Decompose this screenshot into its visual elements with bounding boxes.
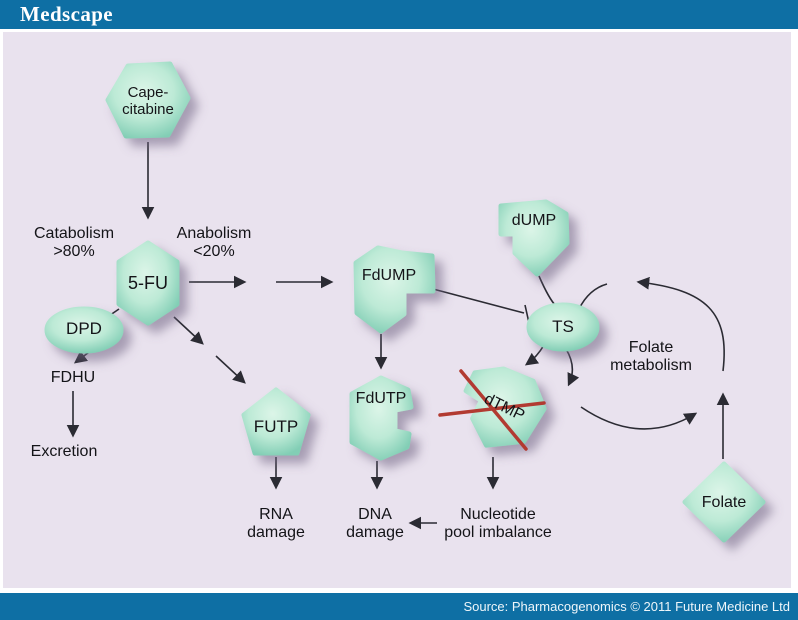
5fu-hexagon	[116, 240, 180, 326]
ts-label: TS	[552, 317, 574, 336]
edge-fdump-ts-inhibition	[432, 288, 525, 314]
ts-ellipse	[526, 302, 600, 352]
footer-bar: Source: Pharmacogenomics © 2011 Future M…	[0, 593, 798, 620]
medscape-logo: Medscape	[20, 2, 114, 26]
futp-pentagon	[241, 387, 311, 456]
futp-label: FUTP	[253, 417, 299, 436]
catabolism-label: Catabolism >80%	[33, 225, 115, 260]
edge-5fu-futp-1	[173, 316, 204, 345]
edge-folate-cycle-bottom-arc	[580, 406, 698, 430]
fdump-shape	[353, 245, 436, 334]
anabolism-label: Anabolism <20%	[176, 225, 252, 260]
edge-ts-cycle-up	[578, 283, 608, 310]
dpd-ellipse	[44, 306, 124, 354]
dump-label: dUMP	[511, 212, 557, 229]
dna-damage-label: DNA damage	[346, 506, 404, 541]
5fu-label: 5-FU	[128, 273, 168, 293]
nodes	[44, 61, 766, 543]
header-bar: Medscape	[0, 0, 798, 29]
nucleotide-pool-label: Nucleotide pool imbalance	[444, 506, 552, 541]
capecitabine-hexagon	[105, 61, 191, 139]
source-credit: Source: Pharmacogenomics © 2011 Future M…	[463, 599, 790, 614]
dtmp-cross-icon	[438, 369, 546, 451]
capecitabine-label: Cape- citabine	[122, 84, 174, 118]
edge-5fu-futp-2	[215, 355, 246, 384]
fdutp-label: FdUTP	[355, 390, 407, 407]
folate-diamond	[682, 461, 766, 543]
dump-shape	[498, 199, 570, 277]
edge-folate-cycle-top-arc	[636, 276, 725, 372]
rna-damage-label: RNA damage	[247, 506, 305, 541]
fdump-label: FdUMP	[361, 267, 417, 284]
folate-metabolism-label: Folate metabolism	[610, 339, 692, 374]
edge-dump-ts	[538, 275, 557, 307]
fdutp-shape	[349, 375, 414, 461]
edges	[66, 142, 730, 530]
fdhu-label: FDHU	[50, 369, 96, 386]
edge-ts-dtmp	[524, 344, 545, 366]
dpd-label: DPD	[66, 319, 102, 338]
excretion-label: Excretion	[30, 443, 98, 460]
edge-ts-cycle-down	[565, 348, 580, 387]
cross-line-shallow	[438, 401, 546, 417]
folate-label: Folate	[701, 494, 747, 511]
